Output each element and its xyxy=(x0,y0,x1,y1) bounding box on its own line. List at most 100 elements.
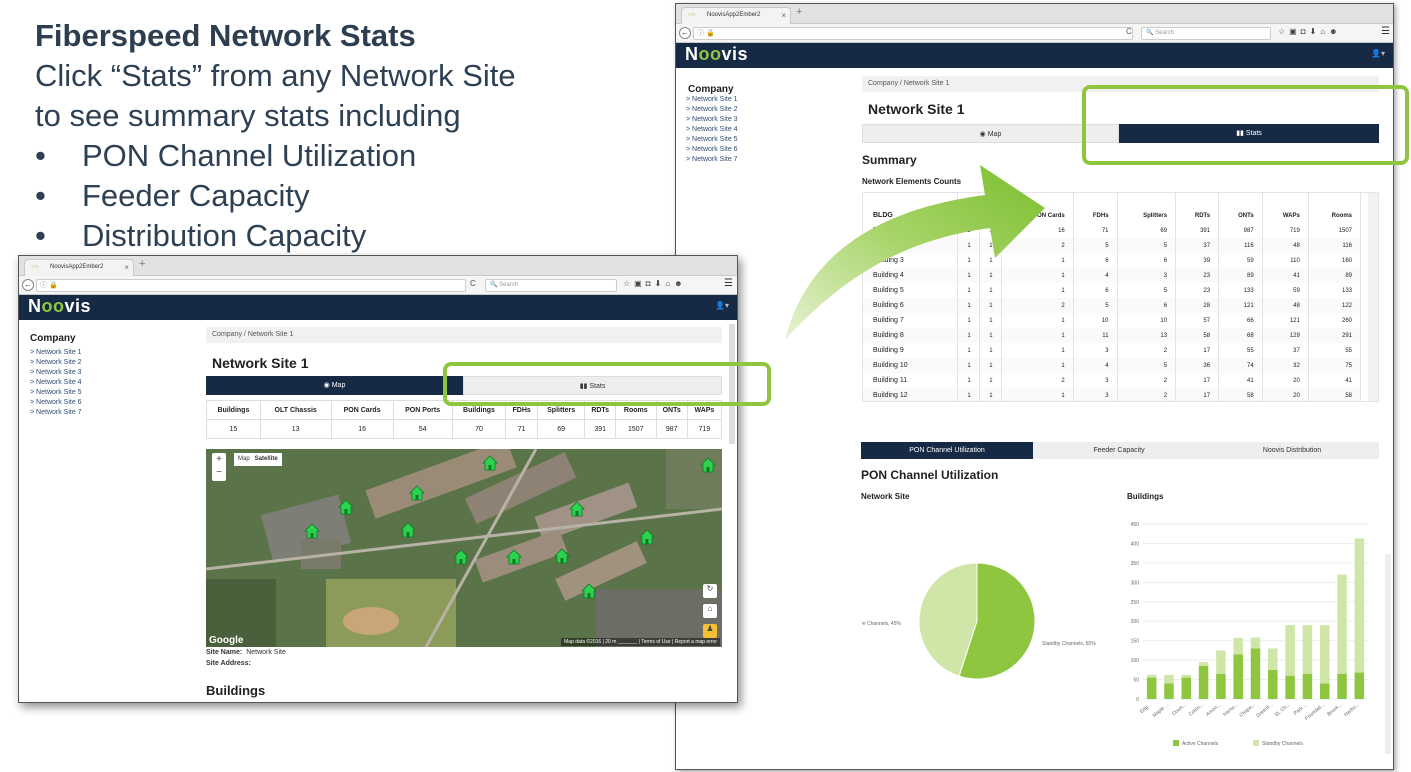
bar-segment[interactable] xyxy=(1354,538,1365,673)
search-input[interactable]: 🔍 Search xyxy=(1141,27,1271,40)
map-type-satellite[interactable]: Satellite xyxy=(254,456,278,462)
sidebar-item[interactable]: > Network Site 7 xyxy=(30,409,82,416)
zoom-out-button[interactable]: − xyxy=(216,467,222,478)
new-tab-icon[interactable]: + xyxy=(796,6,803,18)
sidebar-item[interactable]: > Network Site 5 xyxy=(686,136,738,143)
sidebar-item[interactable]: > Network Site 7 xyxy=(686,156,738,163)
bar-segment[interactable] xyxy=(1198,662,1209,666)
bar-segment[interactable] xyxy=(1164,674,1174,684)
building-marker-icon[interactable] xyxy=(700,457,716,473)
bar-segment[interactable] xyxy=(1319,683,1330,699)
bar-segment[interactable] xyxy=(1268,669,1278,699)
tab-feeder-capacity[interactable]: Feeder Capacity xyxy=(1093,447,1145,454)
bar-segment[interactable] xyxy=(1216,650,1226,674)
page-scrollbar[interactable] xyxy=(1385,554,1391,754)
reload-icon[interactable]: C xyxy=(1126,27,1132,36)
table-header-cell[interactable]: ONTs xyxy=(1218,193,1263,223)
bar-segment[interactable] xyxy=(1216,673,1226,699)
bar-segment[interactable] xyxy=(1250,648,1261,699)
address-field[interactable]: ⓘ 🔒 xyxy=(693,27,1133,40)
breadcrumb-company[interactable]: Company xyxy=(212,331,242,338)
map-button[interactable]: ◉ Map xyxy=(862,124,1119,143)
table-header-cell[interactable]: Rooms xyxy=(1308,193,1362,223)
bar-segment[interactable] xyxy=(1319,625,1330,684)
legend-label[interactable]: Active Channels xyxy=(1182,741,1219,747)
back-icon[interactable]: ← xyxy=(22,279,34,291)
bar-segment[interactable] xyxy=(1354,672,1365,699)
reload-icon[interactable]: C xyxy=(470,279,476,288)
map-attribution[interactable]: Map data ©2016 | 20 m _______ | Terms of… xyxy=(561,638,720,646)
bar-segment[interactable] xyxy=(1181,674,1192,678)
bar-segment[interactable] xyxy=(1337,574,1347,674)
bar-segment[interactable] xyxy=(1181,677,1192,699)
legend-swatch[interactable] xyxy=(1253,740,1259,746)
bar-segment[interactable] xyxy=(1233,654,1243,699)
bar-segment[interactable] xyxy=(1198,665,1209,699)
sidebar-item[interactable]: > Network Site 6 xyxy=(686,146,738,153)
noovis-logo[interactable]: Noovis xyxy=(685,44,749,64)
zoom-in-button[interactable]: + xyxy=(216,454,222,465)
bar-segment[interactable] xyxy=(1146,677,1157,699)
browser-tab[interactable]: ○○ NoovisApp2Ember2 × xyxy=(681,7,791,24)
menu-icon[interactable]: ☰ xyxy=(724,278,733,289)
bar-segment[interactable] xyxy=(1233,637,1243,655)
sidebar-item[interactable]: > Network Site 2 xyxy=(686,106,738,113)
stats-button[interactable]: ▮▮ Stats xyxy=(1119,124,1379,143)
building-marker-icon[interactable] xyxy=(554,548,570,564)
building-marker-icon[interactable] xyxy=(409,485,425,501)
user-menu-icon[interactable]: 👤▾ xyxy=(1371,49,1385,58)
building-marker-icon[interactable] xyxy=(639,529,655,545)
tab-noovis-distribution[interactable]: Noovis Distribution xyxy=(1262,447,1322,454)
sidebar-item[interactable]: > Network Site 5 xyxy=(30,389,82,396)
close-icon[interactable]: × xyxy=(124,263,129,272)
close-icon[interactable]: × xyxy=(781,11,786,20)
search-input[interactable]: 🔍 Search xyxy=(485,279,617,292)
pie-slice[interactable] xyxy=(958,562,1036,680)
building-marker-icon[interactable] xyxy=(581,583,597,599)
tab-pon-utilization[interactable]: PON Channel Utilization xyxy=(861,442,1033,459)
building-marker-icon[interactable] xyxy=(482,455,498,471)
bar-segment[interactable] xyxy=(1285,675,1295,699)
sidebar-item[interactable]: > Network Site 2 xyxy=(30,359,82,366)
rotate-icon[interactable]: ↻ xyxy=(703,584,717,598)
toolbar-icons[interactable]: ☆▣◘⬇⌂☻ xyxy=(623,279,687,288)
table-header-cell[interactable]: FDHs xyxy=(1073,193,1118,223)
menu-icon[interactable]: ☰ xyxy=(1381,26,1390,37)
sidebar-item[interactable]: > Network Site 3 xyxy=(30,369,82,376)
new-tab-icon[interactable]: + xyxy=(139,258,146,270)
legend-swatch[interactable] xyxy=(1173,740,1179,746)
browser-tab[interactable]: ○○ NoovisApp2Ember2 × xyxy=(24,259,134,276)
building-marker-icon[interactable] xyxy=(304,523,320,539)
pegman-icon[interactable]: ♟ xyxy=(703,624,717,638)
table-header-cell[interactable]: WAPs xyxy=(1262,193,1309,223)
user-menu-icon[interactable]: 👤▾ xyxy=(715,301,729,310)
bar-segment[interactable] xyxy=(1337,673,1347,699)
stats-button[interactable]: ▮▮ Stats xyxy=(463,376,722,395)
table-header-cell[interactable]: Splitters xyxy=(1117,193,1177,223)
back-icon[interactable]: ← xyxy=(679,27,691,39)
building-marker-icon[interactable] xyxy=(506,549,522,565)
noovis-logo[interactable]: Noovis xyxy=(28,296,92,316)
toolbar-icons[interactable]: ☆▣◘⬇⌂☻ xyxy=(1278,27,1342,36)
building-marker-icon[interactable] xyxy=(453,549,469,565)
building-marker-icon[interactable] xyxy=(400,522,416,538)
table-header-cell[interactable]: RDTs xyxy=(1175,193,1220,223)
address-field[interactable]: ⓘ 🔒 xyxy=(36,279,466,292)
pie-slice[interactable] xyxy=(918,562,978,677)
breadcrumb-company[interactable]: Company xyxy=(868,80,898,87)
table-scrollbar[interactable] xyxy=(1368,193,1378,401)
bar-segment[interactable] xyxy=(1250,637,1261,649)
sidebar-item[interactable]: > Network Site 6 xyxy=(30,399,82,406)
page-scrollbar[interactable] xyxy=(729,324,735,444)
